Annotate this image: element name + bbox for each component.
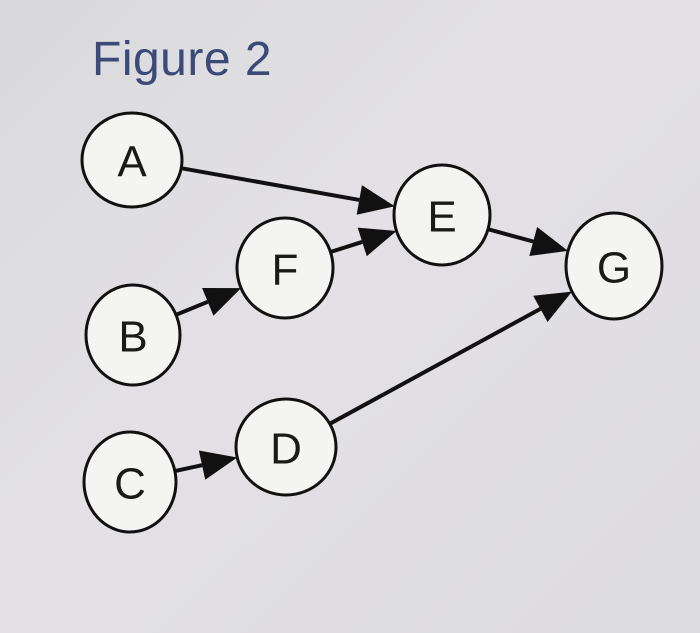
node-label: B (118, 313, 147, 362)
edge-line (175, 299, 209, 317)
node-label: C (114, 460, 146, 509)
node-f: F (235, 216, 335, 320)
node-b: B (84, 283, 182, 387)
node-circle (392, 163, 492, 267)
node-circle (82, 430, 178, 534)
node-circle (234, 397, 338, 497)
node-label: D (270, 425, 302, 474)
node-circle (80, 111, 184, 209)
node-e: E (392, 163, 492, 267)
edge-line (180, 166, 360, 202)
edge-line (328, 307, 542, 426)
arrowhead-icon (356, 185, 395, 215)
nodes-layer: A B C D E F G (80, 111, 664, 534)
node-circle (235, 216, 335, 320)
node-label: F (272, 246, 299, 295)
arrowhead-icon (202, 287, 242, 316)
arrowhead-icon (533, 291, 572, 323)
edge-d-g (328, 291, 572, 426)
edge-line (174, 463, 203, 474)
edge-e-g (487, 227, 568, 256)
edges-layer (174, 166, 572, 480)
node-circle (564, 211, 664, 321)
edge-a-e (180, 166, 395, 215)
edge-b-f (175, 287, 242, 317)
edge-f-e (329, 227, 397, 257)
arrowhead-icon (198, 450, 238, 480)
node-d: D (234, 397, 338, 497)
node-g: G (564, 211, 664, 321)
arrowhead-icon (357, 227, 397, 257)
figure-title: Figure 2 (92, 33, 273, 86)
node-label: A (117, 138, 147, 187)
arrowhead-icon (529, 227, 568, 256)
node-circle (84, 283, 182, 387)
edge-line (487, 227, 534, 244)
edge-c-d (174, 450, 238, 480)
node-a: A (80, 111, 184, 209)
edge-line (329, 240, 363, 254)
node-label: E (427, 193, 456, 242)
node-c: C (82, 430, 178, 534)
node-label: G (597, 244, 631, 293)
